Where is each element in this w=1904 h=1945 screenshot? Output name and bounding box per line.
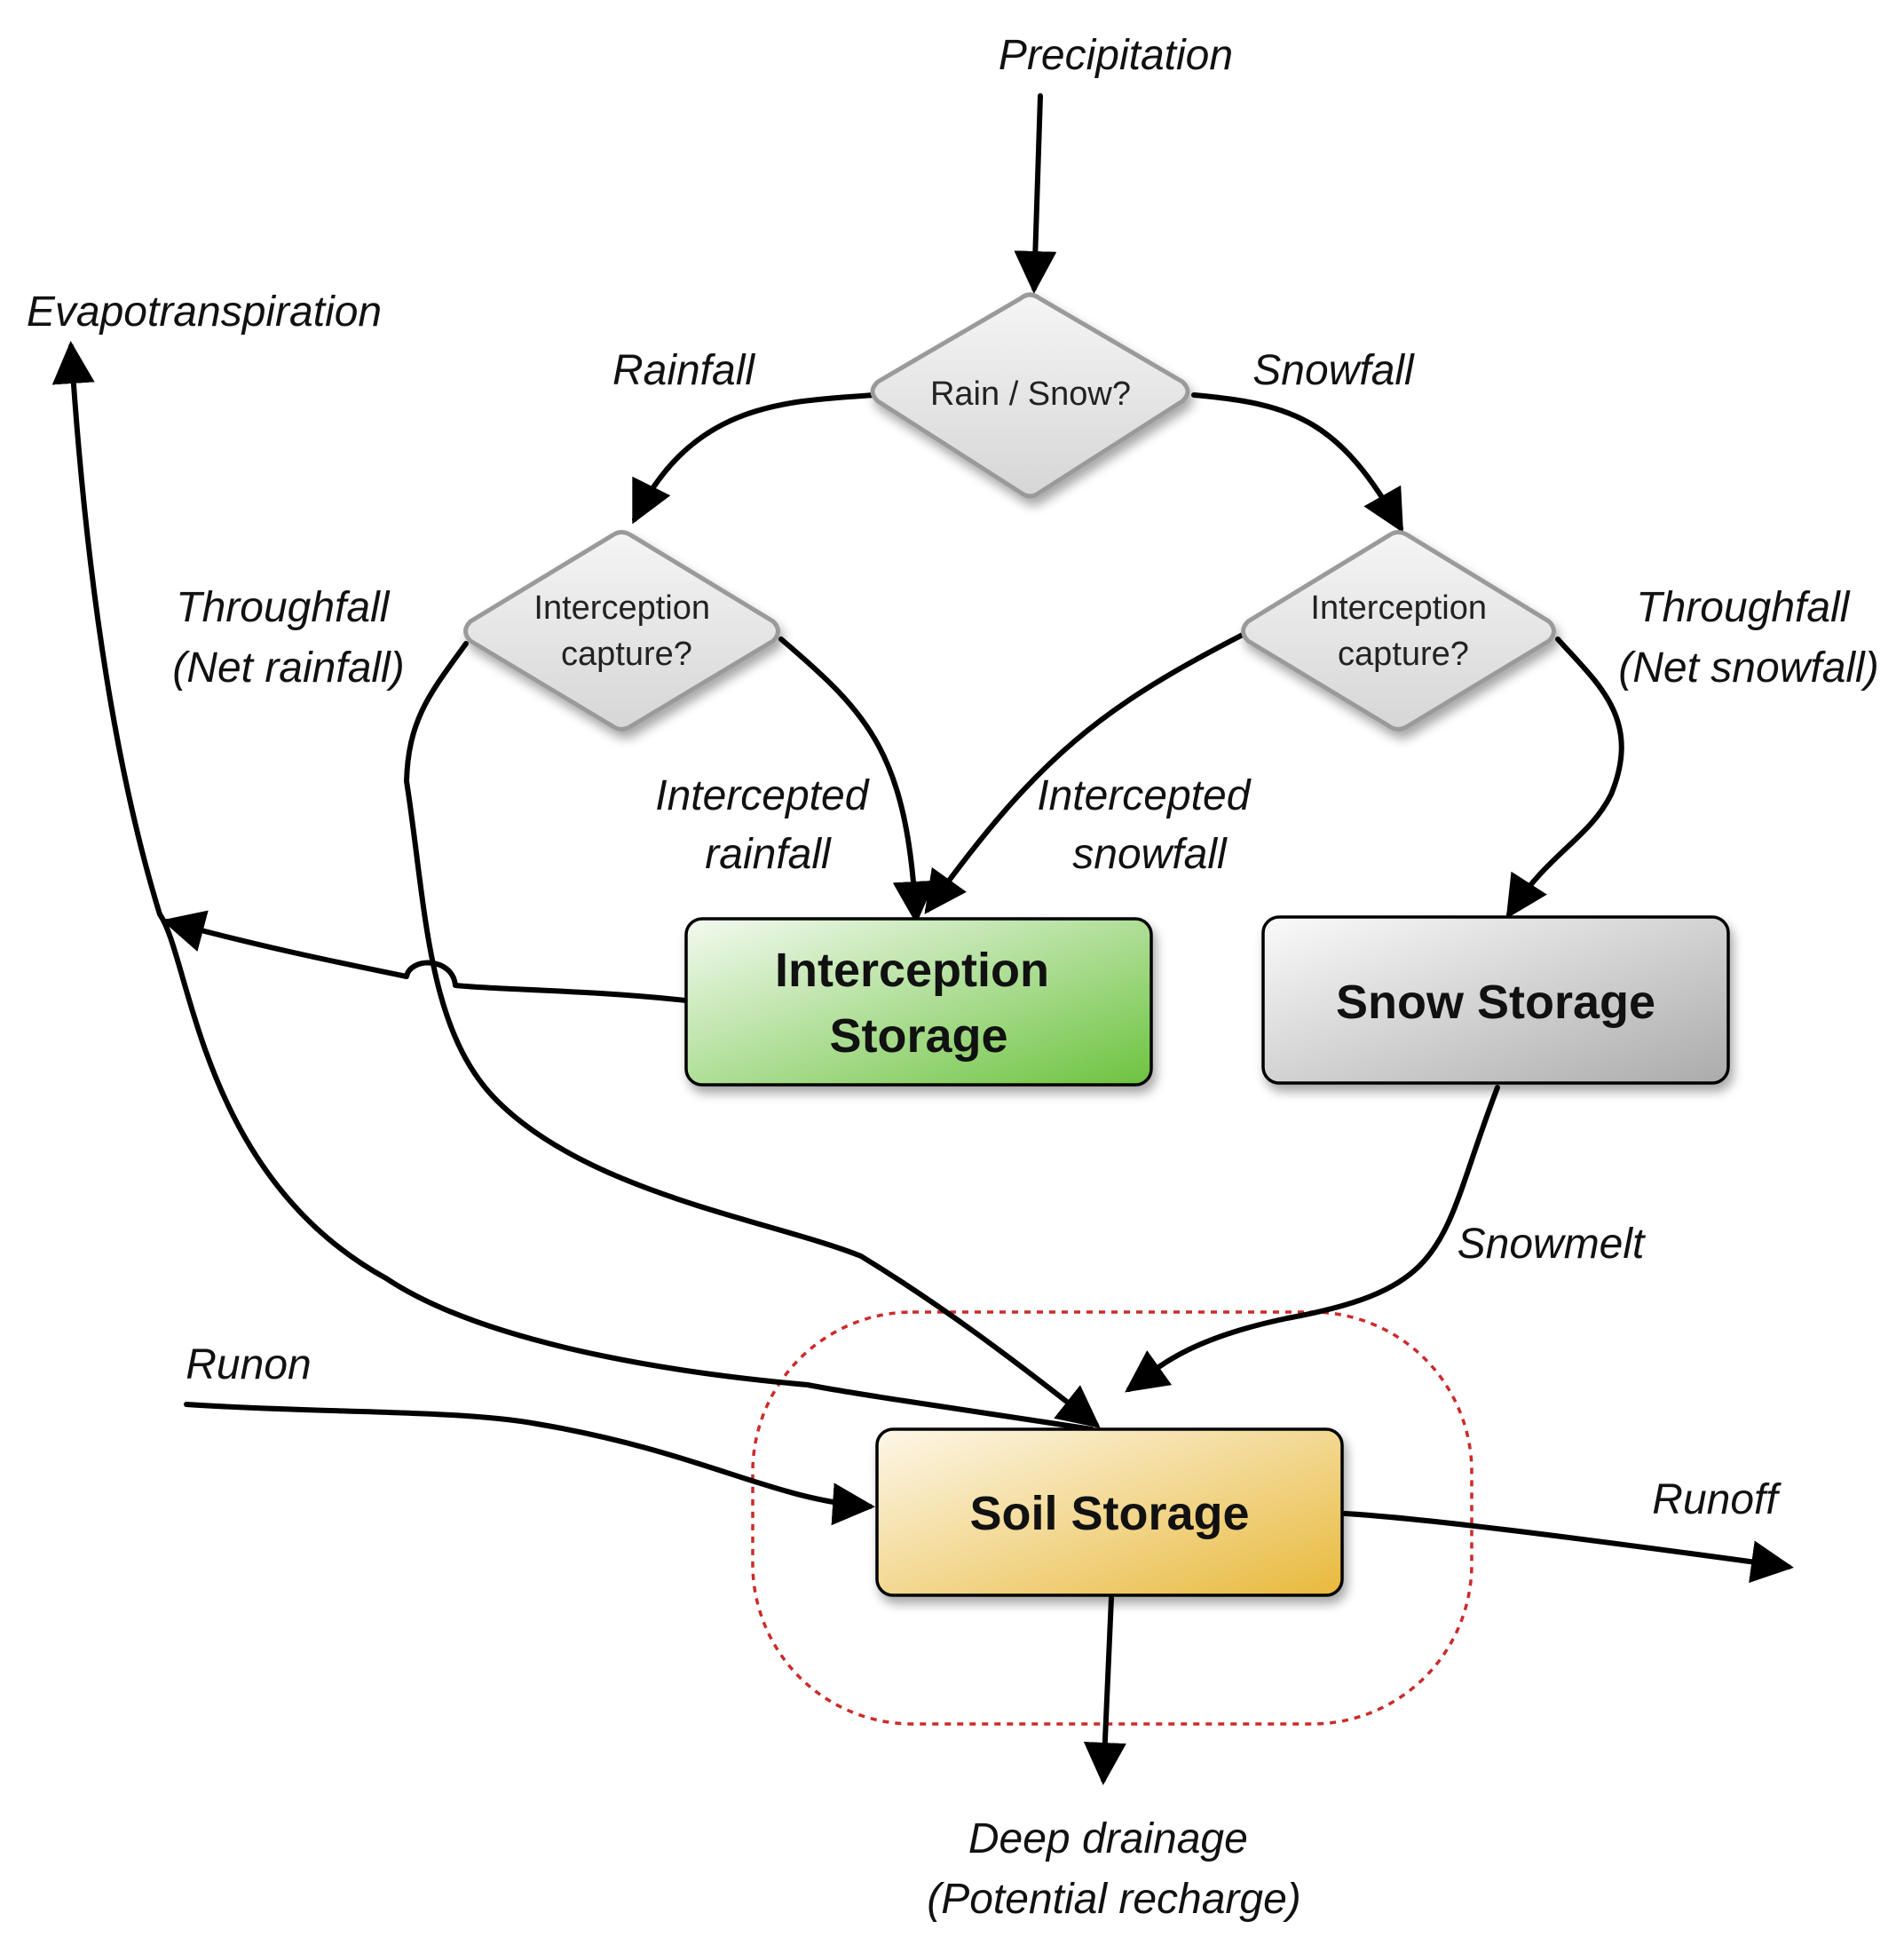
throughfall-rain-label: Throughfall (Net rainfall) (172, 584, 404, 692)
deep-drainage-label: Deep drainage (Potential recharge) (927, 1815, 1301, 1923)
evapotranspiration-label: Evapotranspiration (27, 289, 382, 336)
soil-storage-label: Soil Storage (969, 1487, 1249, 1540)
snowmelt-arrow (1125, 1085, 1500, 1393)
interception-storage-box (684, 917, 1153, 1087)
soil-zone-boundary (751, 1310, 1473, 1726)
intercepted-snowfall-label: Intercepted snowfall (1037, 772, 1262, 878)
rain-snow-decision-label: Rain / Snow? (930, 376, 1131, 413)
soil-storage-box (875, 1427, 1344, 1597)
interception-storage-label: Interception Storage (775, 944, 1063, 1063)
runoff-arrow (1342, 1511, 1794, 1584)
rain-interception-decision-label: Interception capture? (533, 589, 719, 673)
rain-snow-decision (870, 292, 1190, 499)
deep-drainage-arrow (1083, 1595, 1126, 1785)
evapotranspiration-arrow (51, 341, 1094, 1432)
rainfall-arrow (632, 392, 877, 525)
runon-arrow (184, 1402, 875, 1526)
precipitation-label: Precipitation (999, 32, 1233, 79)
precipitation-arrow (1014, 93, 1057, 294)
rainfall-label: Rainfall (612, 347, 755, 394)
throughfall-snow-arrow (1505, 636, 1624, 920)
rain-interception-decision (463, 530, 780, 731)
throughfall-rain-arrow (404, 641, 1101, 1428)
throughfall-snow-label: Throughfall (Net snowfall) (1618, 584, 1878, 692)
intercepted-rainfall-arrow (778, 636, 936, 924)
snowfall-arrow (1191, 392, 1403, 534)
snow-storage-label: Snow Storage (1336, 976, 1655, 1029)
runon-label: Runon (186, 1341, 311, 1388)
flow-arrows (51, 93, 1794, 1785)
intercepted-rainfall-label: Intercepted rainfall (655, 772, 881, 878)
interception-evaporation-arrow (162, 910, 689, 1003)
runoff-label: Runoff (1652, 1476, 1782, 1523)
snow-interception-decision-label: Interception capture? (1310, 589, 1496, 673)
snowmelt-label: Snowmelt (1458, 1221, 1646, 1268)
snow-storage-box (1261, 915, 1730, 1085)
snow-interception-decision (1241, 530, 1556, 731)
snowfall-label: Snowfall (1252, 347, 1415, 394)
intercepted-snowfall-arrow (924, 632, 1245, 914)
